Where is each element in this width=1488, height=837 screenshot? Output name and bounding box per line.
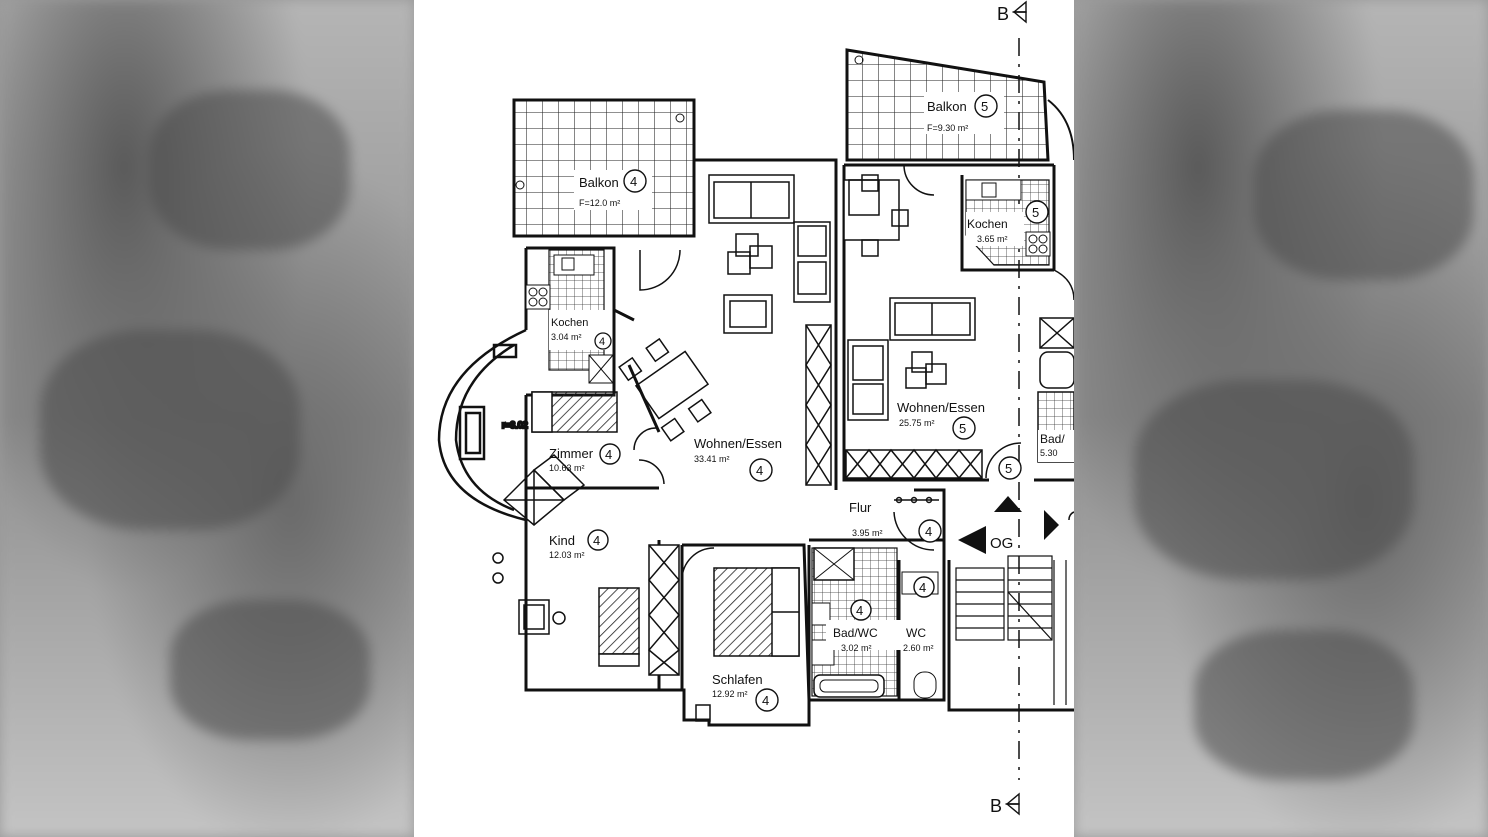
- room-name-wohnen4: Wohnen/Essen: [694, 436, 782, 451]
- room-name-kochen4: Kochen: [551, 317, 588, 329]
- section-line-b: B B: [990, 0, 1027, 816]
- unit-badge-wc: 4: [919, 580, 926, 595]
- unit-badge-kind: 4: [593, 533, 600, 548]
- room-area-wc: 2.60 m²: [903, 643, 934, 653]
- bathroom-4: [811, 547, 939, 699]
- room-area-flur: 3.95 m²: [852, 528, 883, 538]
- floor-plan-drawing: B B r=3.02: [437, 0, 1074, 816]
- room-area-kochen4: 3.04 m²: [551, 332, 582, 342]
- kitchen-4: Kochen 3.04 m² 4: [525, 249, 614, 384]
- unit-badge-balkon4: 4: [630, 174, 637, 189]
- room-name-wc: WC: [906, 626, 926, 640]
- room-name-kind: Kind: [549, 533, 575, 548]
- room-name-balkon4: Balkon: [579, 175, 619, 190]
- unit-badge-zimmer: 4: [605, 447, 612, 462]
- room-area-balkon4: F=12.0 m²: [579, 198, 620, 208]
- room-area-balkon5: F=9.30 m²: [927, 123, 968, 133]
- schlafen-furniture: [681, 547, 800, 722]
- door-marker-unit5: 5: [1005, 461, 1012, 476]
- kitchen-5: [965, 179, 1051, 266]
- kind-furniture: [492, 544, 681, 676]
- unit-badge-balkon5: 5: [981, 99, 988, 114]
- unit-badge-kochen4: 4: [599, 336, 605, 348]
- room-name-zimmer: Zimmer: [549, 446, 594, 461]
- room-name-wohnen5: Wohnen/Essen: [897, 400, 985, 415]
- room-name-badwc: Bad/WC: [833, 626, 878, 640]
- zimmer-bed: [531, 391, 618, 433]
- room-area-kind: 12.03 m²: [549, 550, 585, 560]
- room-name-flur: Flur: [849, 500, 872, 515]
- room-area-wohnen4: 33.41 m²: [694, 454, 730, 464]
- blurred-background-right: [1074, 0, 1488, 837]
- door-marker-flur: 4: [925, 524, 932, 539]
- unit-badge-badwc: 4: [856, 603, 863, 618]
- unit-badge-kochen5: 5: [1032, 205, 1039, 220]
- unit-badge-wohnen4: 4: [756, 463, 763, 478]
- unit-badge-wohnen5: 5: [959, 421, 966, 436]
- floor-label: OG: [990, 535, 1013, 552]
- dimension-label: r=3.02: [502, 420, 528, 430]
- section-marker-top: B: [997, 4, 1009, 24]
- bay-window: r=3.02: [437, 328, 529, 522]
- room-area-wohnen5: 25.75 m²: [899, 418, 935, 428]
- living-4-furniture: [618, 174, 832, 486]
- room-area-badwc: 3.02 m²: [841, 643, 872, 653]
- hallway: [893, 496, 939, 551]
- room-name-kochen5: Kochen: [967, 217, 1008, 231]
- balcony-4: [512, 98, 696, 238]
- room-area-bad5: 5.30: [1040, 448, 1058, 458]
- room-name-bad5: Bad/: [1040, 432, 1065, 446]
- room-name-schlafen: Schlafen: [712, 672, 763, 687]
- walls-unit-5: [842, 163, 1074, 712]
- unit-badge-schlafen: 4: [762, 693, 769, 708]
- floor-plan: B B r=3.02: [414, 0, 1074, 837]
- section-marker-bottom: B: [990, 796, 1002, 816]
- staircase: OG: [955, 496, 1067, 705]
- room-name-balkon5: Balkon: [927, 99, 967, 114]
- living-5-furniture: [843, 164, 1022, 480]
- room-area-kochen5: 3.65 m²: [977, 234, 1008, 244]
- bathroom-5-partial: [1037, 269, 1074, 521]
- room-area-schlafen: 12.92 m²: [712, 689, 748, 699]
- zimmer-closet: [502, 454, 586, 526]
- blurred-background-left: [0, 0, 414, 837]
